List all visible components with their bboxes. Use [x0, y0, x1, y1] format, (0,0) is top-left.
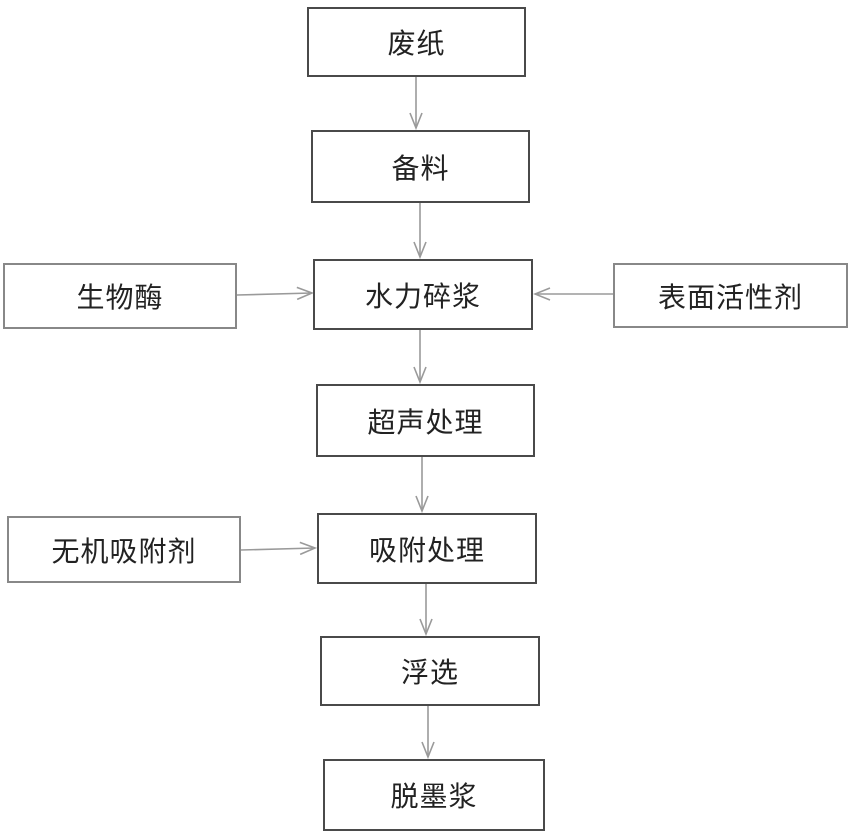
node-adsorption: 吸附处理 [317, 513, 537, 584]
node-bio-enzyme: 生物酶 [3, 263, 237, 329]
arrow-adsorbent-to-adsorption [241, 548, 315, 550]
node-deinked-pulp: 脱墨浆 [323, 759, 545, 831]
arrow-enzyme-to-pulping [237, 293, 312, 295]
node-preparation: 备料 [311, 130, 530, 203]
node-ultrasonic: 超声处理 [316, 384, 535, 457]
node-surfactant: 表面活性剂 [613, 263, 848, 328]
node-inorganic-adsorbent: 无机吸附剂 [7, 516, 241, 583]
node-flotation: 浮选 [320, 636, 540, 706]
node-hydro-pulping: 水力碎浆 [313, 259, 533, 330]
node-waste-paper: 废纸 [307, 7, 526, 77]
